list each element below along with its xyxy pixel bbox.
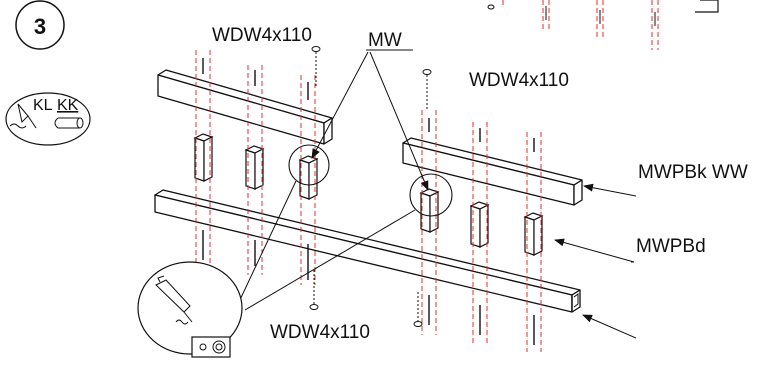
step-badge: 3	[15, 0, 65, 50]
glue-legend-kk: KK	[57, 97, 79, 114]
mw-leader-lines	[311, 51, 429, 191]
glue-applicator-icon	[155, 275, 193, 325]
label-wdw-top: WDW4x110	[212, 25, 312, 46]
block-left-2	[244, 145, 265, 190]
block-left-1	[193, 133, 214, 182]
top-dowel-axes	[502, 0, 659, 50]
glue-detail-circle-left	[288, 144, 330, 186]
label-mw: MW	[368, 30, 402, 51]
glue-brush-icon	[9, 103, 37, 129]
callout-lines	[237, 180, 416, 311]
pointer-arrows	[554, 183, 637, 339]
glue-legend-kl: KL	[33, 97, 53, 114]
block-right-1	[419, 188, 440, 233]
glue-callout	[137, 261, 243, 358]
rail-end-groove	[573, 293, 579, 308]
block-right-2	[469, 201, 490, 248]
label-mwpbd: MWPBd	[636, 236, 706, 257]
label-wdw-middle: WDW4x110	[469, 70, 569, 91]
rail-middle-right	[402, 137, 583, 206]
dowel-pins	[202, 58, 535, 345]
top-right-board	[695, 0, 719, 13]
screw-heads	[309, 46, 432, 327]
rail-lower-long	[154, 189, 581, 313]
block-right-3	[523, 212, 544, 256]
rail-upper-left	[157, 69, 333, 145]
dowel-axes	[195, 50, 542, 352]
label-wdw-bottom: WDW4x110	[270, 322, 370, 343]
block-left-3	[298, 155, 319, 200]
step-number: 3	[34, 14, 46, 39]
glue-legend: KL KK	[5, 92, 91, 146]
screw-shafts	[313, 52, 428, 321]
dowel-hole-icon	[191, 336, 231, 358]
top-dowel-stubs	[487, 4, 656, 26]
glue-detail-circle-right	[409, 173, 453, 217]
glue-tube-icon	[54, 117, 84, 129]
label-mwpbk: MWPBk WW	[638, 162, 748, 183]
